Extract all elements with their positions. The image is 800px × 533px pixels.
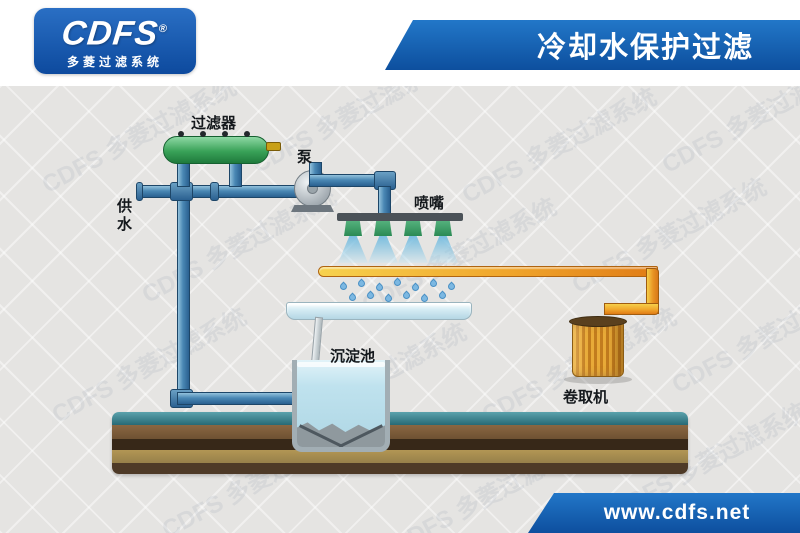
- pipe-flange: [210, 182, 219, 201]
- spray-nozzle: [434, 221, 452, 236]
- page-title-banner: 冷却水保护过滤: [385, 20, 800, 70]
- filter-valve: [266, 142, 281, 151]
- label-filter: 过滤器: [191, 115, 237, 132]
- logo-brand-text: CDFS: [59, 14, 161, 53]
- filter-vessel: [163, 136, 269, 164]
- header: CDFS® 多菱过滤系统 冷却水保护过滤: [0, 0, 800, 86]
- collection-tray: [286, 302, 472, 320]
- website-ribbon[interactable]: www.cdfs.net: [528, 493, 800, 533]
- coiler-top-disc: [569, 316, 627, 327]
- label-settling-tank: 沉淀池: [330, 348, 376, 365]
- pump-base: [291, 205, 334, 212]
- pipe-end-cap: [136, 182, 143, 201]
- tank-inlet-pipe: [177, 392, 295, 405]
- filter-leg-pipe-left: [177, 161, 190, 187]
- label-nozzle: 喷嘴: [414, 195, 445, 212]
- ground-layer-teal: [112, 412, 688, 425]
- label-pump: 泵: [297, 149, 313, 166]
- page-title: 冷却水保护过滤: [536, 32, 754, 64]
- water-surface: [297, 362, 385, 367]
- spray-nozzle: [374, 221, 392, 236]
- ground-layer-darkbrown: [112, 463, 688, 474]
- return-pipe-vertical: [177, 199, 190, 393]
- strip-pipe-to-coiler: [604, 303, 659, 315]
- cdfs-logo: CDFS® 多菱过滤系统: [34, 8, 196, 74]
- watermark-text: CDFS 多菱过滤系统: [667, 273, 800, 399]
- logo-subtitle: 多菱过滤系统: [66, 55, 163, 70]
- coiler-shadow: [564, 375, 632, 384]
- filter-bolt: [244, 131, 250, 137]
- label-coiler: 卷取机: [563, 389, 609, 406]
- spray-header-bar: [337, 213, 463, 221]
- filter-leg-pipe-right: [229, 161, 242, 187]
- ground-layer-brown: [112, 425, 688, 439]
- steel-strip: [318, 266, 658, 277]
- website-url[interactable]: www.cdfs.net: [603, 501, 751, 524]
- supply-pipe-horizontal: [140, 185, 304, 198]
- watermark-text: CDFS 多菱过滤系统: [567, 173, 772, 299]
- coiler-body: [572, 322, 624, 377]
- filter-bolt: [222, 131, 228, 137]
- watermark-text: CDFS 多菱过滤系统: [47, 303, 252, 429]
- filter-bolt: [200, 131, 206, 137]
- ground-strata: [112, 412, 688, 474]
- logo-brand: CDFS®: [59, 12, 170, 53]
- sedimentation-tank: [292, 360, 390, 452]
- watermark-text: CDFS 多菱过滤系统: [457, 86, 662, 209]
- watermark-text: CDFS 多菱过滤系统: [247, 86, 452, 179]
- registered-mark: ®: [158, 22, 169, 35]
- spray-nozzle: [344, 221, 362, 236]
- diagram-stage: CDFS 多菱过滤系统 CDFS 多菱过滤系统 CDFS 多菱过滤系统 CDFS…: [0, 86, 800, 533]
- label-supply: 供水: [115, 198, 132, 234]
- watermark-text: CDFS 多菱过滤系统: [657, 86, 800, 179]
- ground-layer-tan: [112, 450, 688, 463]
- filter-bolt: [178, 131, 184, 137]
- nozzle-feed-pipe: [378, 186, 391, 216]
- ground-layer-dark: [112, 439, 688, 450]
- spray-nozzle: [404, 221, 422, 236]
